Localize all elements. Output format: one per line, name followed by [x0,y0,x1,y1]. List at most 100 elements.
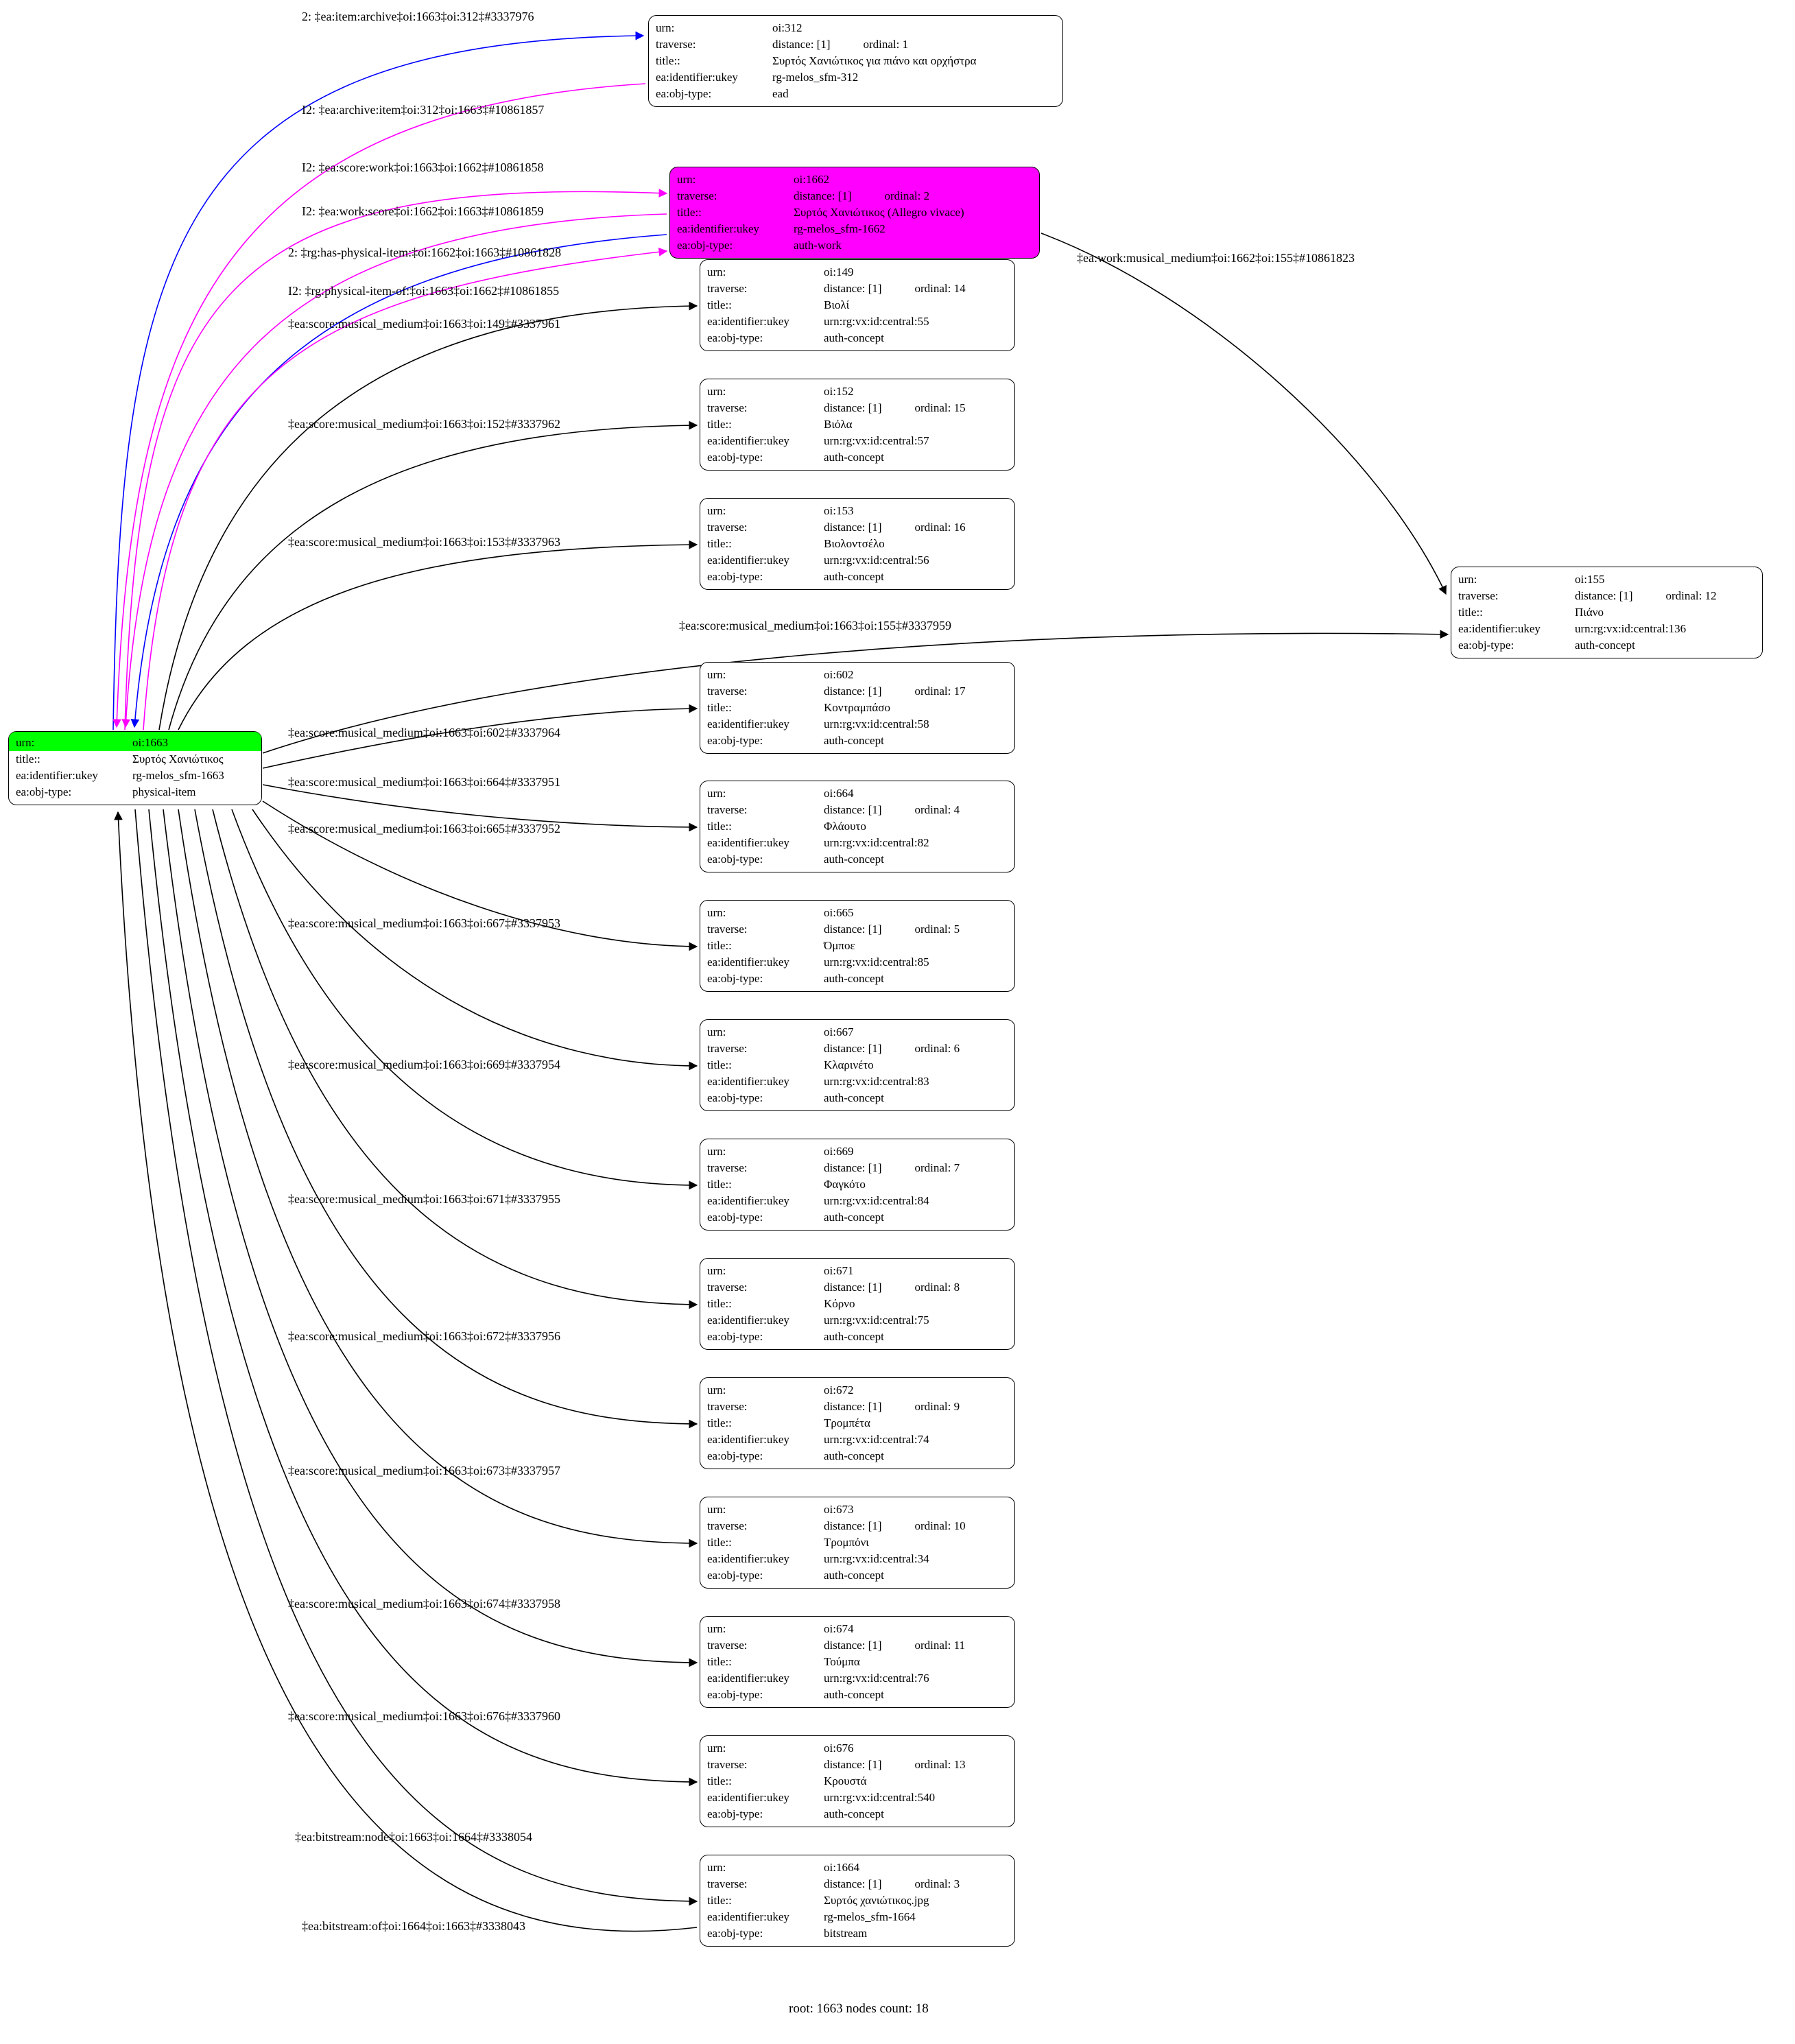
urn-row: urn:oi:153 [700,503,1014,519]
urn-label: urn: [656,21,675,34]
title-row: title::Βιολί [700,297,1014,313]
identifier-label: ea:identifier:ukey [656,71,738,84]
identifier-label: ea:identifier:ukey [677,222,759,235]
urn-label: urn: [707,1264,726,1277]
traverse-ordinal: ordinal: 8 [914,1281,960,1294]
edge-score-musical-medium-153-path [178,540,698,730]
traverse-label: traverse: [707,282,748,295]
edge-score-musical-medium-602-path [262,704,698,769]
edge-physical-item-of-label: I2: ‡rg:physical-item-of:‡oi:1663‡oi:166… [288,284,559,298]
urn-row: urn:oi:152 [700,383,1014,400]
edge-score-musical-medium-672-label: ‡ea:score:musical_medium‡oi:1663‡oi:672‡… [288,1329,560,1343]
title-row: title::Φλάουτο [700,818,1014,835]
traverse-ordinal: ordinal: 2 [884,189,930,202]
edge-item-archive: 2: ‡ea:item:archive‡oi:1663‡oi:312‡#3337… [112,10,645,730]
urn-value: oi:669 [824,1145,854,1158]
objtype-value: auth-concept [824,972,884,985]
title-value: Πιάνο [1575,606,1604,619]
traverse-row: traverse:distance: [1]ordinal: 3 [700,1876,1014,1892]
urn-value: oi:602 [824,668,854,681]
title-row: title::Τρομπόνι [700,1534,1014,1551]
title-label: title:: [707,1416,732,1429]
traverse-distance: distance: [1] [824,1758,882,1771]
edge-archive-item: I2: ‡ea:archive:item‡oi:312‡oi:1663‡#108… [112,83,646,728]
traverse-ordinal: ordinal: 6 [914,1042,960,1055]
edge-score-musical-medium-671: ‡ea:score:musical_medium‡oi:1663‡oi:671‡… [212,809,698,1309]
identifier-value: urn:rg:vx:id:central:58 [824,717,929,730]
title-row: title::Κοντραμπάσο [700,700,1014,716]
objtype-row: ea:obj-type:auth-concept [700,1687,1014,1703]
title-value: Τρομπέτα [824,1416,870,1429]
urn-value: oi:672 [824,1383,854,1397]
title-row: title::Βιολοντσέλο [700,536,1014,552]
objtype-value: auth-concept [824,1330,884,1343]
traverse-row: traverse:distance: [1]ordinal: 2 [670,188,1039,204]
urn-value: oi:1664 [824,1861,859,1874]
objtype-row: ea:obj-type:auth-concept [700,1329,1014,1345]
node-oi-673: urn:oi:673 traverse:distance: [1]ordinal… [700,1497,1015,1589]
objtype-value: auth-concept [824,734,884,747]
objtype-label: ea:obj-type: [707,853,763,866]
title-row: title::Κλαρινέτο [700,1057,1014,1073]
urn-label: urn: [707,1383,726,1397]
title-row: title::Όμποε [700,938,1014,954]
traverse-distance: distance: [1] [824,401,882,414]
objtype-value: auth-work [794,239,842,252]
urn-label: urn: [707,385,726,398]
objtype-row: ea:obj-type:auth-concept [700,1448,1014,1464]
title-label: title:: [677,206,702,219]
urn-label: urn: [707,1742,726,1755]
objtype-label: ea:obj-type: [707,1449,763,1462]
edge-score-musical-medium-149-path [158,301,698,730]
edge-item-archive-label: 2: ‡ea:item:archive‡oi:1663‡oi:312‡#3337… [302,10,534,23]
title-row: title::Πιάνο [1451,604,1762,621]
traverse-distance: distance: [1] [824,1639,882,1652]
traverse-row: traverse:distance: [1]ordinal: 17 [700,683,1014,700]
edge-has-physical-item-path [130,234,667,728]
traverse-label: traverse: [1458,589,1499,602]
objtype-value: auth-concept [824,570,884,583]
node-oi-312: urn:oi:312 traverse:distance: [1]ordinal… [648,15,1063,107]
urn-value: oi:1663 [132,736,168,749]
edge-score-musical-medium-155-label: ‡ea:score:musical_medium‡oi:1663‡oi:155‡… [679,619,951,632]
objtype-row: ea:obj-type:auth-concept [700,1209,1014,1226]
objtype-row: ea:obj-type:auth-concept [700,330,1014,346]
objtype-value: auth-concept [824,853,884,866]
title-row: title::Κρουστά [700,1773,1014,1790]
objtype-label: ea:obj-type: [707,1688,763,1701]
traverse-row: traverse:distance: [1]ordinal: 5 [700,921,1014,938]
objtype-row: ea:obj-type:auth-work [670,237,1039,254]
traverse-value: distance: [1]ordinal: 2 [794,188,1032,204]
edge-work-score-path [121,213,667,728]
urn-row: urn:oi:312 [649,20,1062,36]
identifier-row: ea:identifier:ukey urn:rg:vx:id:central:8… [700,1073,1014,1090]
identifier-value: urn:rg:vx:id:central:56 [824,554,929,567]
identifier-label: ea:identifier:ukey [707,1075,789,1088]
title-label: title:: [707,1178,732,1191]
graph-footer: root: 1663 nodes count: 18 [789,2001,929,2016]
title-label: title:: [707,418,732,431]
traverse-label: traverse: [707,1042,748,1055]
urn-row: urn: oi:672 [700,1382,1014,1399]
urn-value: oi:676 [824,1742,854,1755]
node-oi-1662: urn:oi:1662 traverse:distance: [1]ordina… [669,167,1040,259]
traverse-value: distance: [1]ordinal: 6 [824,1041,1008,1057]
traverse-label: traverse: [707,1639,748,1652]
traverse-label: traverse: [707,1161,748,1174]
title-value: Συρτός χανιώτικος.jpg [824,1894,929,1907]
title-label: title:: [707,537,732,550]
objtype-row: ea:obj-type:auth-concept [700,733,1014,749]
traverse-value: distance: [1]ordinal: 15 [824,400,1008,416]
identifier-value: urn:rg:vx:id:central:83 [824,1075,929,1088]
title-value: Συρτός Χανιώτικος [132,752,224,765]
edge-work-musical-medium-label: ‡ea:work:musical_medium‡oi:1662‡oi:155‡#… [1077,251,1355,265]
node-oi-676: urn:oi:676 traverse:distance: [1]ordinal… [700,1735,1015,1827]
objtype-label: ea:obj-type: [707,1807,763,1820]
title-row: title::Βιόλα [700,416,1014,433]
traverse-row: traverse:distance: [1]ordinal: 15 [700,400,1014,416]
urn-value: oi:671 [824,1264,854,1277]
urn-value: oi:155 [1575,573,1605,586]
edge-score-musical-medium-665-path [262,800,698,951]
